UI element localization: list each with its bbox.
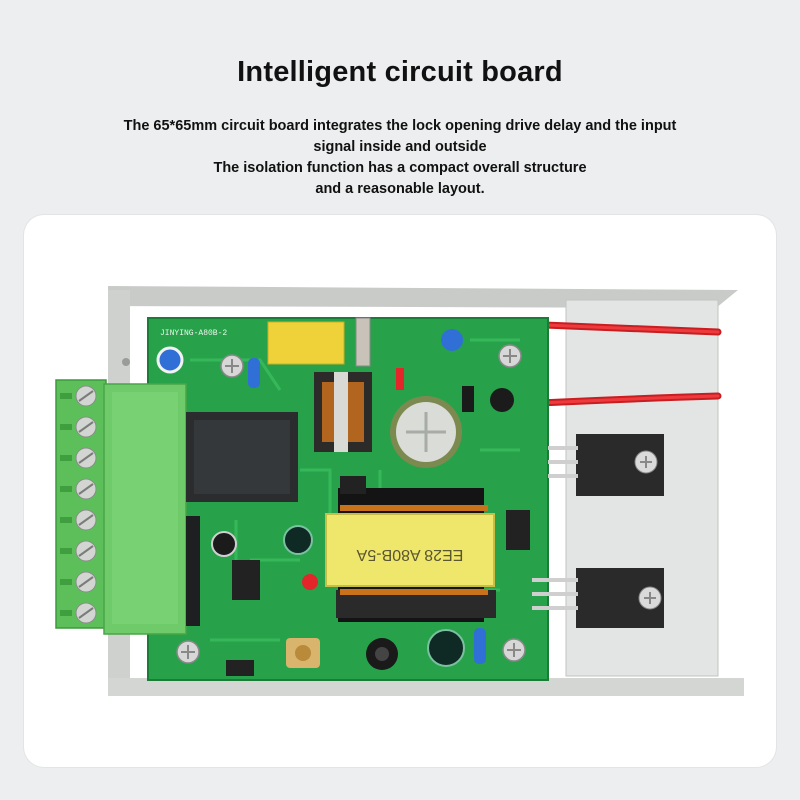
pcb-silkscreen-model: JINYING-A80B-2 [160,329,227,338]
terminal-screw-slot [78,390,94,402]
fuse [355,317,371,367]
terminal-screw-slot [78,576,94,588]
blue-trimmer [156,346,184,374]
terminal-block [55,379,187,635]
description-line-3: The isolation function has a compact ove… [213,160,587,176]
page-title: Intelligent circuit board [237,56,563,88]
yellow-capacitor [267,321,345,365]
terminal-slot [60,579,72,585]
main-electrolytic-capacitor [390,396,462,468]
pin-header [186,516,200,626]
inductor-coil [314,372,372,452]
terminal-screw-slot [78,483,94,495]
terminal-slot [60,486,72,492]
mosfet-upper [548,434,664,496]
description-line-1: The 65*65mm circuit board integrates the… [123,118,677,134]
terminal-screw-slot [78,514,94,526]
terminal-slot [60,393,72,399]
terminal-slot [60,548,72,554]
terminal-screw-slot [78,452,94,464]
mounting-screws [176,344,526,664]
terminal-screw-slot [78,607,94,619]
terminal-slot [60,455,72,461]
description-line-4: and a reasonable layout. [315,181,485,197]
description-line-2: signal inside and outside [313,139,487,155]
terminal-screw-slot [78,421,94,433]
small-components [211,329,530,676]
terminal-slot [60,610,72,616]
terminal-slot [60,424,72,430]
transformer: EE28 A80B-5A [325,488,496,622]
mosfet-lower [532,568,664,628]
transformer-label: EE28 A80B-5A [356,546,463,563]
terminal-slot [60,517,72,523]
description: The 65*65mm circuit board integrates the… [100,116,700,200]
terminal-screw-slot [78,545,94,557]
